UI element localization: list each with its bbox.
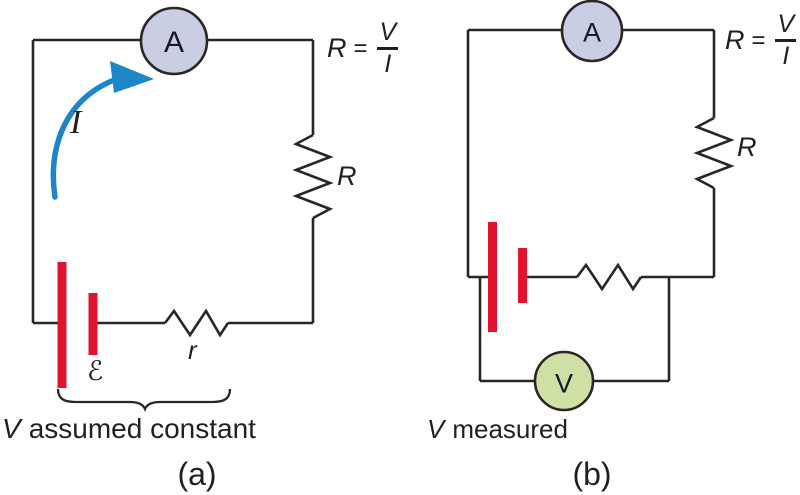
resistor-R-zigzag-b (693, 116, 735, 190)
formula-a-numerator: V (379, 18, 397, 46)
voltmeter-label-b: V (554, 368, 574, 399)
resistor-R-label-a: R (337, 161, 357, 191)
ammeter-label-b: A (582, 17, 602, 48)
panel-label-a: (a) (177, 456, 217, 492)
formula-a-equals: = (353, 34, 368, 62)
formula-a: R = V I (327, 20, 401, 77)
resistor-r-zigzag-b (575, 262, 643, 292)
formula-a-lhs: R (327, 33, 347, 63)
formula-b: R = V I (725, 12, 799, 69)
ammeter-circle-a (139, 6, 209, 76)
current-label-a: I (70, 104, 82, 141)
panel-label-b: (b) (572, 456, 612, 492)
ammeter-circle-b (560, 0, 624, 63)
battery-short-plate-a (88, 293, 98, 355)
formula-b-lhs: R (725, 25, 745, 55)
formula-b-denominator: I (775, 39, 797, 69)
current-arrow-arc (50, 77, 117, 200)
battery-long-plate-b (488, 222, 497, 332)
formula-a-denominator: I (377, 47, 399, 77)
caption-b-variable: V (427, 414, 445, 444)
caption-a-text: assumed constant (28, 413, 256, 444)
resistor-r-zigzag-a (163, 308, 230, 338)
formula-b-equals: = (751, 26, 766, 54)
battery-long-plate-a (57, 262, 67, 388)
emf-label-a: ℰ (87, 356, 104, 387)
current-arrow-head (110, 61, 154, 93)
formula-a-fraction: V I (375, 20, 402, 77)
resistor-R-label-b: R (737, 132, 757, 162)
caption-b-text: measured (452, 414, 568, 444)
formula-b-fraction: V I (773, 12, 800, 69)
formula-b-numerator: V (777, 10, 795, 38)
panel-b-wires (466, 28, 735, 383)
resistor-R-zigzag-a (292, 133, 334, 220)
ammeter-label-a: A (163, 26, 185, 59)
voltmeter-circle-b (533, 350, 595, 412)
caption-a-variable: V (2, 413, 21, 444)
underbrace-a (56, 388, 232, 413)
battery-short-plate-b (518, 248, 527, 303)
panel-a-wires (31, 38, 334, 338)
internal-resistance-label-a: r (188, 335, 197, 365)
